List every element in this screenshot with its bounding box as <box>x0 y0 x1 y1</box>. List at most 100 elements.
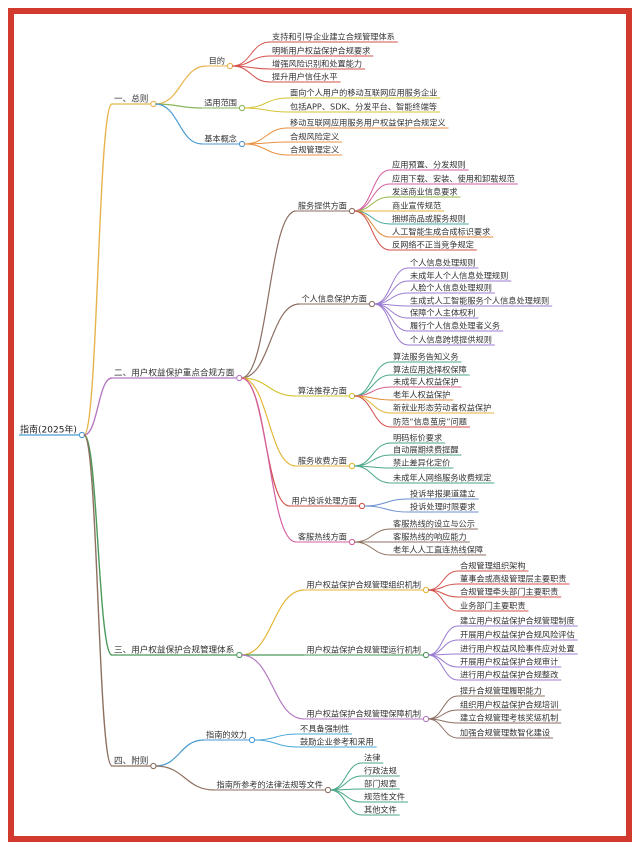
leaf-node[interactable]: 业务部门主要职责 <box>460 601 526 611</box>
group-node[interactable]: 用户投诉处理方面 <box>291 496 357 506</box>
leaf-node[interactable]: 应用下载、安装、使用和卸载规范 <box>392 174 515 184</box>
group-node[interactable]: 用户权益保护合规管理运行机制 <box>306 645 421 655</box>
leaf-node[interactable]: 老年人权益保护 <box>393 390 450 400</box>
group-connector <box>422 651 430 659</box>
leaf-node[interactable]: 算法服务告知义务 <box>393 352 459 362</box>
edge-section-group <box>241 654 305 720</box>
leaf-node[interactable]: 投诉举报渠道建立 <box>410 489 476 499</box>
leaf-node[interactable]: 增强风险识别和处置能力 <box>272 59 362 69</box>
group-node[interactable]: 算法推荐方面 <box>298 386 347 396</box>
leaf-node[interactable]: 鼓励企业参考和采用 <box>300 737 374 747</box>
leaf-node[interactable]: 部门规章 <box>364 779 397 789</box>
leaf-node[interactable]: 明码标价要求 <box>393 433 442 443</box>
leaf-node[interactable]: 未成年人个人信息处理规则 <box>410 271 508 281</box>
edge-root-section-2 <box>83 434 113 656</box>
group-connector <box>348 392 356 400</box>
leaf-node[interactable]: 个人信息跨境提供规则 <box>410 335 492 345</box>
leaf-node[interactable]: 开展用户权益保护合规审计 <box>460 657 558 667</box>
group-node[interactable]: 用户权益保护合规管理保障机制 <box>306 709 421 719</box>
leaf-node[interactable]: 发送商业信息要求 <box>392 187 458 197</box>
leaf-node[interactable]: 加强合规管理数智化建设 <box>460 728 550 738</box>
leaf-node[interactable]: 规范性文件 <box>364 792 405 802</box>
leaf-node[interactable]: 合规风险定义 <box>290 132 339 142</box>
edge-group-leaf <box>427 709 459 720</box>
leaf-node[interactable]: 进行用户权益保护合规整改 <box>460 670 558 680</box>
leaf-node[interactable]: 进行用户权益风险事件应对处置 <box>460 644 575 654</box>
edge-group-leaf <box>353 183 391 212</box>
group-connector <box>348 462 356 470</box>
edge-group-leaf <box>353 541 392 556</box>
leaf-node[interactable]: 其他文件 <box>364 805 397 815</box>
leaf-node[interactable]: 未成年人网络服务收费规定 <box>393 473 491 483</box>
group-node[interactable]: 指南的效力 <box>206 730 247 740</box>
leaf-node[interactable]: 商业宣传规范 <box>392 201 441 211</box>
leaf-node[interactable]: 董事会或高级管理层主要职责 <box>460 574 566 584</box>
root-node[interactable]: 指南(2025年) <box>20 424 77 436</box>
leaf-node[interactable]: 不具备强制性 <box>300 724 349 734</box>
leaf-node[interactable]: 面向个人用户的移动互联网应用服务企业 <box>290 88 437 98</box>
leaf-node[interactable]: 人脸个人信息处理规则 <box>410 283 492 293</box>
leaf-node[interactable]: 履行个人信息处理者义务 <box>410 321 500 331</box>
leaf-node[interactable]: 个人信息处理规则 <box>410 258 476 268</box>
leaf-node[interactable]: 法律 <box>364 753 380 763</box>
leaf-node[interactable]: 明晰用户权益保护合规要求 <box>272 46 370 56</box>
edge-group-leaf <box>243 143 289 156</box>
leaf-node[interactable]: 合规管理组织架构 <box>460 561 526 571</box>
group-connector <box>238 140 246 148</box>
leaf-node[interactable]: 客服热线的设立与公示 <box>393 519 475 529</box>
leaf-node[interactable]: 应用预置、分发规则 <box>392 160 466 170</box>
leaf-node[interactable]: 新就业形态劳动者权益保护 <box>393 403 491 413</box>
leaf-node[interactable]: 反网络不正当竞争规定 <box>392 240 474 250</box>
leaf-node[interactable]: 建立用户权益保护合规管理制度 <box>460 616 575 626</box>
leaf-node[interactable]: 防范“信息茧房”问题 <box>393 417 467 427</box>
section-connector <box>150 762 157 770</box>
leaf-node[interactable]: 算法应用选择权保障 <box>393 365 467 375</box>
leaf-node[interactable]: 未成年人权益保护 <box>393 377 459 387</box>
edge-section-group <box>241 303 300 379</box>
group-node[interactable]: 目的 <box>209 56 225 66</box>
edge-group-leaf <box>427 639 459 656</box>
group-connector <box>226 62 234 70</box>
edge-group-leaf <box>373 303 409 346</box>
section-2-node[interactable]: 二、用户权益保护重点合规方面 <box>114 367 235 379</box>
group-node[interactable]: 适用范围 <box>204 98 237 108</box>
leaf-node[interactable]: 生成式人工智能服务个人信息处理规则 <box>410 296 549 306</box>
leaf-node[interactable]: 捆绑商品或服务规则 <box>392 214 466 224</box>
leaf-node[interactable]: 组织用户权益保护合规培训 <box>460 700 558 710</box>
section-3-node[interactable]: 三、用户权益保护合规管理体系 <box>114 644 235 656</box>
leaf-node[interactable]: 投诉处理时限要求 <box>410 502 476 512</box>
leaf-node[interactable]: 包括APP、SDK、分发平台、智能终端等 <box>290 102 437 112</box>
edge-group-leaf <box>363 498 409 507</box>
section-4-node[interactable]: 四、附则 <box>114 755 148 767</box>
group-node[interactable]: 客服热线方面 <box>298 532 347 542</box>
leaf-node[interactable]: 行政法规 <box>364 766 397 776</box>
edge-group-leaf <box>329 775 363 791</box>
edge-group-leaf <box>243 97 289 109</box>
leaf-node[interactable]: 支持和引导企业建立合规管理体系 <box>272 32 395 42</box>
leaf-node[interactable]: 提升合规管理履职能力 <box>460 686 542 696</box>
group-node[interactable]: 用户权益保护合规管理组织机制 <box>306 580 421 590</box>
leaf-node[interactable]: 人工智能生成合成标识要求 <box>392 227 490 237</box>
leaf-node[interactable]: 合规管理牵头部门主要职责 <box>460 587 558 597</box>
leaf-node[interactable]: 自动展期续费提醒 <box>393 445 459 455</box>
leaf-node[interactable]: 建立合规管理考核奖惩机制 <box>460 713 558 723</box>
edge-group-leaf <box>253 733 299 741</box>
leaf-node[interactable]: 提升用户信任水平 <box>272 72 338 82</box>
group-node[interactable]: 服务收费方面 <box>298 456 347 466</box>
group-node[interactable]: 基本概念 <box>204 134 237 144</box>
leaf-node[interactable]: 禁止差异化定价 <box>393 458 450 468</box>
leaf-node[interactable]: 老年人人工直连热线保障 <box>393 545 483 555</box>
leaf-node[interactable]: 保障个人主体权利 <box>410 308 476 318</box>
leaf-node[interactable]: 客服热线的响应能力 <box>393 532 467 542</box>
leaf-node[interactable]: 移动互联网应用服务用户权益保护合规定义 <box>290 118 446 128</box>
edge-section-group <box>241 589 305 656</box>
group-connector <box>324 786 332 794</box>
group-node[interactable]: 指南所参考的法律法规等文件 <box>217 780 323 790</box>
edge-group-leaf <box>353 528 392 543</box>
leaf-node[interactable]: 开展用户权益保护合规风险评估 <box>460 630 575 640</box>
group-node[interactable]: 服务提供方面 <box>298 201 347 211</box>
edge-section-group <box>241 377 296 467</box>
section-1-node[interactable]: 一、总则 <box>114 93 148 105</box>
leaf-node[interactable]: 合规管理定义 <box>290 145 339 155</box>
group-node[interactable]: 个人信息保护方面 <box>301 294 367 304</box>
